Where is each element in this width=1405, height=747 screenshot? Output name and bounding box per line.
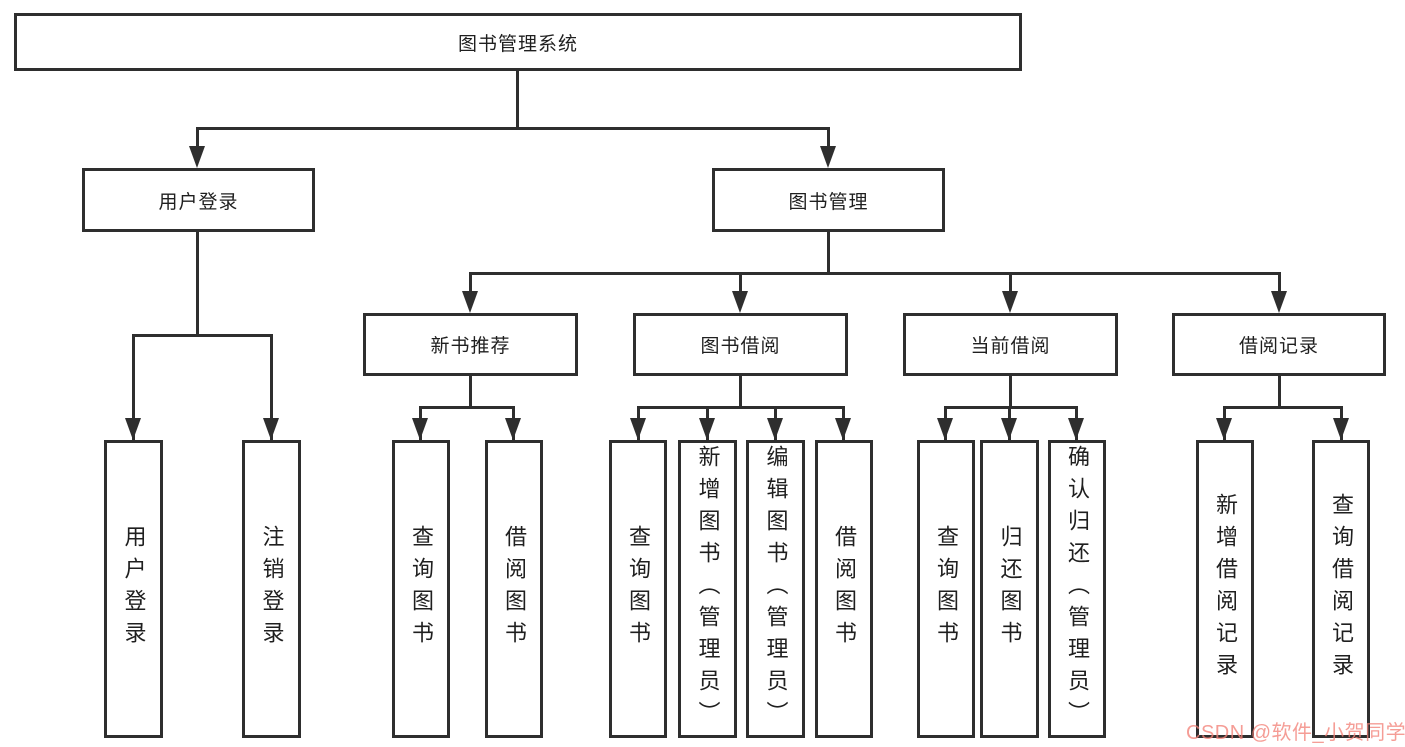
node-book-borrow: 图书借阅 (633, 313, 848, 376)
node-label: 查询借阅记录 (1329, 493, 1354, 685)
node-label: 新书推荐 (430, 336, 511, 357)
arrow-to-leaf (699, 418, 715, 440)
connector-level1-branch (196, 127, 830, 130)
node-label: 编辑图书（管理员） (763, 445, 789, 733)
node-label: 图书管理系统 (457, 33, 578, 55)
leaf-add-borrow-record: 新增借阅记录 (1196, 440, 1254, 738)
arrow-to-leaf-logout (263, 418, 279, 440)
leaf-borrow-book: 借阅图书 (815, 440, 873, 738)
connector-newbook-stem (469, 272, 472, 294)
arrow-to-leaf (630, 418, 646, 440)
arrow-to-borrow (732, 291, 748, 313)
node-label: 图书管理 (788, 191, 869, 213)
connector-borrow-down (739, 376, 742, 409)
node-label: 当前借阅 (970, 336, 1051, 357)
leaf-add-book-admin: 新增图书（管理员） (678, 440, 737, 738)
node-label: 新增借阅记录 (1213, 493, 1238, 685)
node-label: 查询图书 (409, 525, 434, 653)
connector-leaf-login-stem (132, 334, 135, 440)
connector-records-branch (1223, 406, 1343, 409)
arrow-to-leaf-login (125, 418, 141, 440)
leaf-query-books-recommend: 查询图书 (392, 440, 450, 738)
node-label: 图书借阅 (700, 336, 781, 357)
connector-book-mgmt-down (827, 232, 830, 274)
connector-records-down (1278, 376, 1281, 409)
node-current-borrow: 当前借阅 (903, 313, 1118, 376)
arrow-to-leaf (767, 418, 783, 440)
node-label: 用户登录 (121, 525, 147, 653)
connector-current-down (1009, 376, 1012, 409)
node-label: 用户登录 (158, 191, 239, 213)
node-label: 借阅图书 (832, 525, 857, 653)
arrow-to-leaf (412, 418, 428, 440)
leaf-edit-book-admin: 编辑图书（管理员） (746, 440, 805, 738)
node-label: 归还图书 (997, 525, 1023, 653)
leaf-return-book: 归还图书 (980, 440, 1039, 738)
leaf-query-borrow-record: 查询借阅记录 (1312, 440, 1370, 738)
connector-current-branch (944, 406, 1078, 409)
node-label: 查询图书 (934, 525, 959, 653)
arrow-to-leaf (1216, 418, 1232, 440)
arrow-to-user-login (189, 146, 205, 168)
arrow-to-leaf (1068, 418, 1084, 440)
leaf-query-books-current: 查询图书 (917, 440, 975, 738)
node-label: 借阅图书 (502, 525, 527, 653)
connector-newbook-branch (419, 406, 515, 409)
node-label: 注销登录 (259, 525, 285, 653)
node-label: 确认归还（管理员） (1065, 445, 1090, 733)
connector-user-login-branch (132, 334, 272, 337)
node-root-library-system: 图书管理系统 (14, 13, 1022, 71)
connector-borrow-stem (739, 272, 742, 294)
connector-level2-branch (469, 272, 1281, 275)
arrow-to-records (1271, 291, 1287, 313)
node-label: 新增图书（管理员） (695, 445, 721, 733)
arrow-to-leaf (1001, 418, 1017, 440)
connector-current-stem (1009, 272, 1012, 294)
connector-newbook-down (469, 376, 472, 409)
arrow-to-book-mgmt (820, 146, 836, 168)
leaf-logout: 注销登录 (242, 440, 301, 738)
node-new-book-recommend: 新书推荐 (363, 313, 578, 376)
arrow-to-current (1002, 291, 1018, 313)
leaf-confirm-return-admin: 确认归还（管理员） (1048, 440, 1106, 738)
connector-borrow-branch (637, 406, 845, 409)
arrow-to-leaf (835, 418, 851, 440)
connector-records-stem (1278, 272, 1281, 294)
connector-leaf-logout-stem (270, 334, 273, 440)
arrow-to-leaf (937, 418, 953, 440)
leaf-borrow-books-recommend: 借阅图书 (485, 440, 543, 738)
arrow-to-leaf (1333, 418, 1349, 440)
node-borrow-records: 借阅记录 (1172, 313, 1386, 376)
csdn-watermark: CSDN @软件_小贺同学 (1186, 722, 1405, 744)
leaf-query-books-borrow: 查询图书 (609, 440, 667, 738)
node-book-management: 图书管理 (712, 168, 945, 232)
connector-root-stub (516, 71, 519, 129)
node-label: 借阅记录 (1238, 336, 1319, 357)
arrow-to-newbook (462, 291, 478, 313)
node-label: 查询图书 (626, 525, 651, 653)
connector-user-login-down (196, 232, 199, 336)
connector-user-login-stem (196, 127, 199, 149)
arrow-to-leaf (505, 418, 521, 440)
node-user-login: 用户登录 (82, 168, 315, 232)
leaf-user-login: 用户登录 (104, 440, 163, 738)
connector-book-mgmt-stem (827, 127, 830, 149)
